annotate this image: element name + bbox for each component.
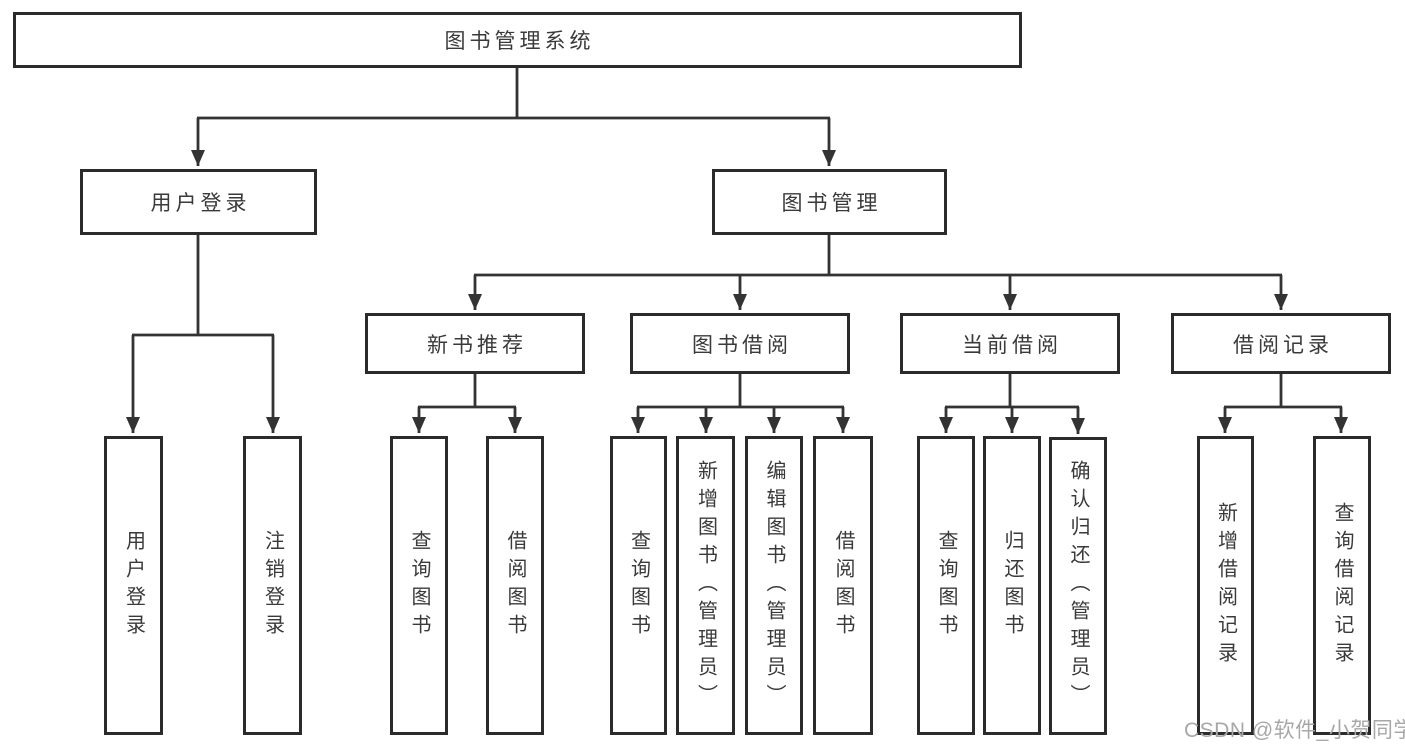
leaf-borrow-books: 借阅图书 xyxy=(486,436,544,735)
leaf-query-books: 查询图书 xyxy=(610,436,667,735)
leaf-label: 借阅图书 xyxy=(832,529,854,642)
leaf-label: 新增图书（管理员） xyxy=(694,459,717,712)
node-label: 借阅记录 xyxy=(1233,333,1333,357)
leaf-query-books: 查询图书 xyxy=(390,436,448,735)
connector-user-login-branch xyxy=(126,235,280,433)
node-book-borrow: 图书借阅 xyxy=(630,313,850,374)
connector-book-borrow-branch xyxy=(631,374,850,433)
node-label: 图书管理 xyxy=(781,192,882,215)
leaf-query-books: 查询图书 xyxy=(917,436,975,735)
leaf-label: 查询图书 xyxy=(627,529,650,642)
leaf-label: 借阅图书 xyxy=(504,529,526,642)
leaf-edit-books-admin: 编辑图书（管理员） xyxy=(745,436,803,735)
leaf-query-borrow-record: 查询借阅记录 xyxy=(1313,436,1371,735)
leaf-label: 查询借阅记录 xyxy=(1331,501,1353,670)
leaf-label: 用户登录 xyxy=(122,529,145,642)
node-user-login: 用户登录 xyxy=(80,169,317,235)
leaf-label: 注销登录 xyxy=(261,529,284,642)
leaf-label: 归还图书 xyxy=(1001,529,1023,642)
csdn-watermark: CSDN @软件_小贺同学 xyxy=(1184,719,1405,742)
leaf-label: 查询图书 xyxy=(935,529,957,642)
leaf-label: 编辑图书（管理员） xyxy=(763,459,785,712)
connector-root-to-level2 xyxy=(191,68,836,166)
node-label: 图书管理系统 xyxy=(444,30,595,53)
connector-book-mgmt-to-level3 xyxy=(468,235,1288,310)
connector-current-borrow-branch xyxy=(939,374,1085,434)
node-borrow-records: 借阅记录 xyxy=(1171,313,1391,374)
connector-borrow-records-branch xyxy=(1218,374,1348,433)
node-book-management: 图书管理 xyxy=(712,169,947,235)
leaf-user-login: 用户登录 xyxy=(104,436,163,735)
node-new-book-recommend: 新书推荐 xyxy=(365,313,585,374)
leaf-confirm-return-admin: 确认归还（管理员） xyxy=(1049,437,1107,735)
leaf-label: 查询图书 xyxy=(408,529,430,642)
leaf-label: 新增借阅记录 xyxy=(1214,501,1237,670)
node-label: 当前借阅 xyxy=(962,333,1062,357)
node-label: 用户登录 xyxy=(150,192,251,215)
connector-new-book-branch xyxy=(412,374,522,433)
leaf-borrow-books: 借阅图书 xyxy=(813,436,873,735)
node-library-management-system: 图书管理系统 xyxy=(13,12,1022,68)
leaf-logout: 注销登录 xyxy=(243,436,302,735)
node-current-borrow: 当前借阅 xyxy=(900,313,1120,374)
leaf-add-borrow-record: 新增借阅记录 xyxy=(1197,436,1254,735)
leaf-add-books-admin: 新增图书（管理员） xyxy=(676,436,735,735)
node-label: 新书推荐 xyxy=(427,333,527,357)
node-label: 图书借阅 xyxy=(692,333,792,357)
leaf-label: 确认归还（管理员） xyxy=(1067,460,1089,712)
leaf-return-books: 归还图书 xyxy=(983,436,1041,735)
